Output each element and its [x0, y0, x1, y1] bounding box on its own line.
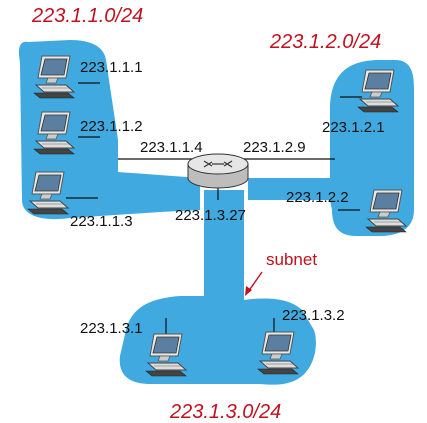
- subnet-label-top-right: 223.1.2.0/24: [269, 31, 381, 53]
- addr-223-1-1-3: 223.1.1.3: [70, 213, 133, 230]
- addr-223-1-1-2: 223.1.1.2: [80, 118, 143, 135]
- router-if-223-1-1-4: 223.1.1.4: [140, 139, 203, 156]
- subnet-callout-label: subnet: [266, 250, 317, 269]
- subnet-callout-arrow: [245, 271, 263, 296]
- router-if-223-1-2-9: 223.1.2.9: [243, 139, 306, 156]
- subnet-label-bottom: 223.1.3.0/24: [169, 401, 281, 423]
- router-icon: [187, 153, 249, 189]
- subnet-label-top-left: 223.1.1.0/24: [31, 5, 143, 27]
- addr-223-1-3-1: 223.1.3.1: [80, 320, 143, 337]
- router-if-223-1-3-27: 223.1.3.27: [175, 207, 246, 224]
- addr-223-1-1-1: 223.1.1.1: [80, 59, 143, 76]
- addr-223-1-2-1: 223.1.2.1: [322, 119, 385, 136]
- addr-223-1-2-2: 223.1.2.2: [286, 189, 349, 206]
- addr-223-1-3-2: 223.1.3.2: [282, 307, 345, 324]
